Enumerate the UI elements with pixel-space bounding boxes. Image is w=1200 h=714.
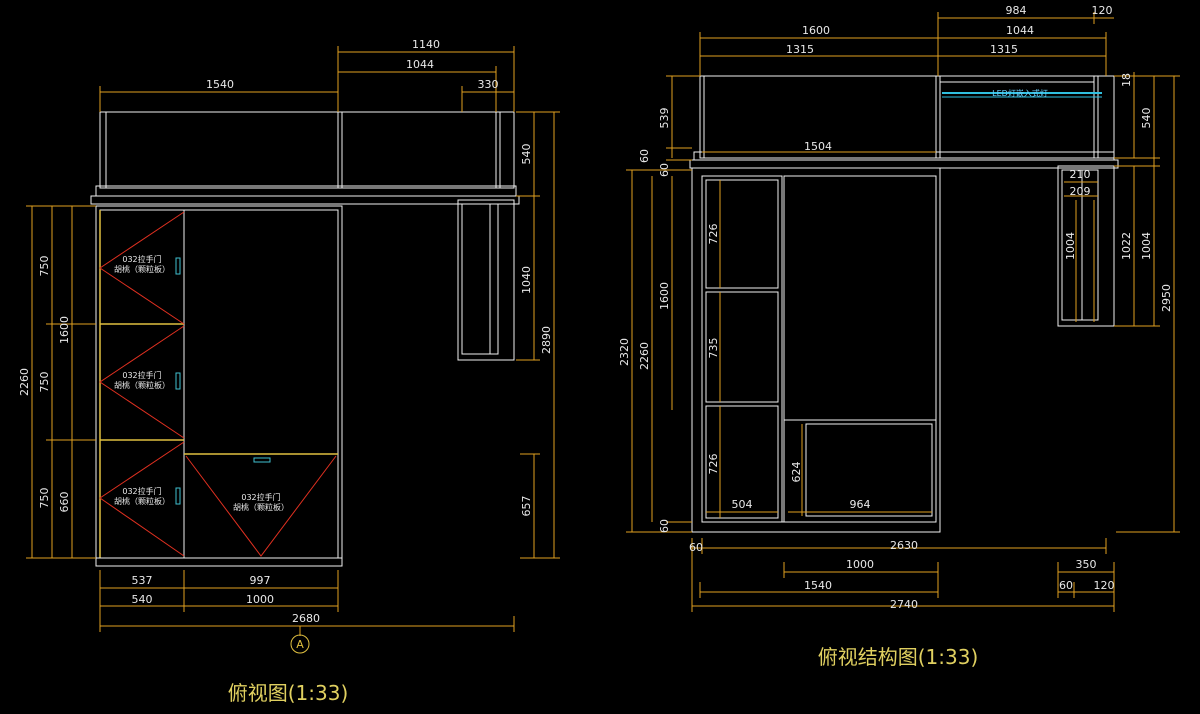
door-handles: [175, 257, 271, 505]
left-bottom-dimensions: 537 997 540 1000 2680: [99, 570, 515, 632]
dim-1540: 1540: [206, 78, 234, 91]
dim-1000-right: 1000: [846, 558, 874, 571]
dim-1600-left: 1600: [658, 282, 671, 310]
main-cabinet: [95, 205, 343, 567]
upper-shelf-structure: LED灯嵌入式灯: [689, 75, 1119, 169]
left-right-dimensions: 540 1040 2890 657: [516, 111, 560, 559]
door-note-4a: 032拉手门: [241, 492, 280, 502]
upper-shelf: [90, 111, 520, 205]
dim-750-a: 750: [38, 256, 51, 277]
section-marker-a: A: [290, 626, 310, 654]
right-top-dimensions: 984 120 1600 1044 1315 1315: [699, 4, 1114, 76]
dim-1600-top: 1600: [802, 24, 830, 37]
dim-726-a: 726: [707, 224, 720, 245]
door-note-2a: 032拉手门: [122, 370, 161, 380]
dim-60-bottom: 60: [689, 541, 703, 554]
dim-540-right: 540: [1140, 108, 1153, 129]
dim-2320: 2320: [618, 338, 631, 366]
dim-660: 660: [58, 492, 71, 513]
dim-60-b: 60: [658, 163, 671, 177]
dim-1315-b: 1315: [990, 43, 1018, 56]
dim-209: 209: [1070, 185, 1091, 198]
dim-964: 964: [850, 498, 871, 511]
door-notes: 032拉手门 胡桃（颗粒板） 032拉手门 胡桃（颗粒板） 032拉手门 胡桃（…: [114, 254, 289, 512]
dim-18: 18: [1120, 73, 1133, 87]
dim-984: 984: [1006, 4, 1027, 17]
dim-1044: 1044: [406, 58, 434, 71]
dim-60-a: 60: [638, 149, 651, 163]
dim-2630: 2630: [890, 539, 918, 552]
dim-60-c: 60: [658, 519, 671, 533]
dim-1140: 1140: [412, 38, 440, 51]
dim-1040: 1040: [520, 266, 533, 294]
dim-750-b: 750: [38, 372, 51, 393]
left-plinth: [95, 557, 343, 567]
dim-1315-a: 1315: [786, 43, 814, 56]
dim-1600: 1600: [58, 316, 71, 344]
side-cabinet-structure: [1057, 165, 1115, 327]
dim-2950: 2950: [1160, 284, 1173, 312]
dim-1004-b: 1004: [1140, 232, 1153, 260]
dim-539: 539: [658, 108, 671, 129]
dim-350: 350: [1076, 558, 1097, 571]
section-marker-label: A: [296, 638, 304, 651]
dim-726-b: 726: [707, 454, 720, 475]
dim-540: 540: [520, 144, 533, 165]
dim-330: 330: [478, 78, 499, 91]
dim-60-bottom-b: 60: [1059, 579, 1073, 592]
dim-210: 210: [1070, 168, 1091, 181]
dim-1540-right: 1540: [804, 579, 832, 592]
door-swing-lines: [99, 211, 337, 557]
door-note-1a: 032拉手门: [122, 254, 161, 264]
door-note-4b: 胡桃（颗粒板）: [233, 502, 289, 512]
dim-2890: 2890: [540, 326, 553, 354]
door-note-3b: 胡桃（颗粒板）: [114, 496, 170, 506]
dim-735: 735: [707, 338, 720, 359]
dim-997: 997: [250, 574, 271, 587]
led-label: LED灯嵌入式灯: [992, 88, 1048, 98]
main-cabinet-structure: [691, 167, 941, 533]
right-view-caption: 俯视结构图(1:33): [818, 645, 979, 669]
right-left-dimensions: 539 60 60 2320 2260 1600 60: [618, 75, 700, 533]
dim-2680: 2680: [292, 612, 320, 625]
dim-537: 537: [132, 574, 153, 587]
dim-1504: 1504: [804, 140, 832, 153]
right-right-dimensions: 18 540 210 209 1004 1022 1004 2950: [1064, 72, 1180, 533]
left-view-caption: 俯视图(1:33): [228, 681, 349, 705]
door-note-2b: 胡桃（颗粒板）: [114, 380, 170, 390]
door-note-3a: 032拉手门: [122, 486, 161, 496]
dim-1044-top: 1044: [1006, 24, 1034, 37]
dim-2740: 2740: [890, 598, 918, 611]
right-inner-dimensions: 1504 726 735 726 624 504 964: [702, 140, 936, 518]
left-top-view: 1140 1044 1540 330 540 1040 2890 657: [18, 38, 560, 705]
dim-2260-right: 2260: [638, 342, 651, 370]
dim-1000-bottom: 1000: [246, 593, 274, 606]
dim-750-c: 750: [38, 488, 51, 509]
dim-540-bottom: 540: [132, 593, 153, 606]
dim-120-bottom: 120: [1094, 579, 1115, 592]
dim-1022: 1022: [1120, 232, 1133, 260]
dim-624: 624: [790, 462, 803, 483]
dim-120-top: 120: [1092, 4, 1113, 17]
right-structure-view: LED灯嵌入式灯: [618, 4, 1180, 669]
door-note-1b: 胡桃（颗粒板）: [114, 264, 170, 274]
left-left-dimensions: 2260 750 750 750 1600 660: [18, 205, 96, 559]
left-top-dimensions: 1140 1044 1540 330: [99, 38, 515, 112]
side-cabinet: [457, 199, 515, 361]
dim-1004-a: 1004: [1064, 232, 1077, 260]
dim-504: 504: [732, 498, 753, 511]
dim-2260: 2260: [18, 368, 31, 396]
dim-657: 657: [520, 496, 533, 517]
right-bottom-dimensions: 60 2630 1000 350 1540 60 120 2740: [689, 538, 1115, 612]
